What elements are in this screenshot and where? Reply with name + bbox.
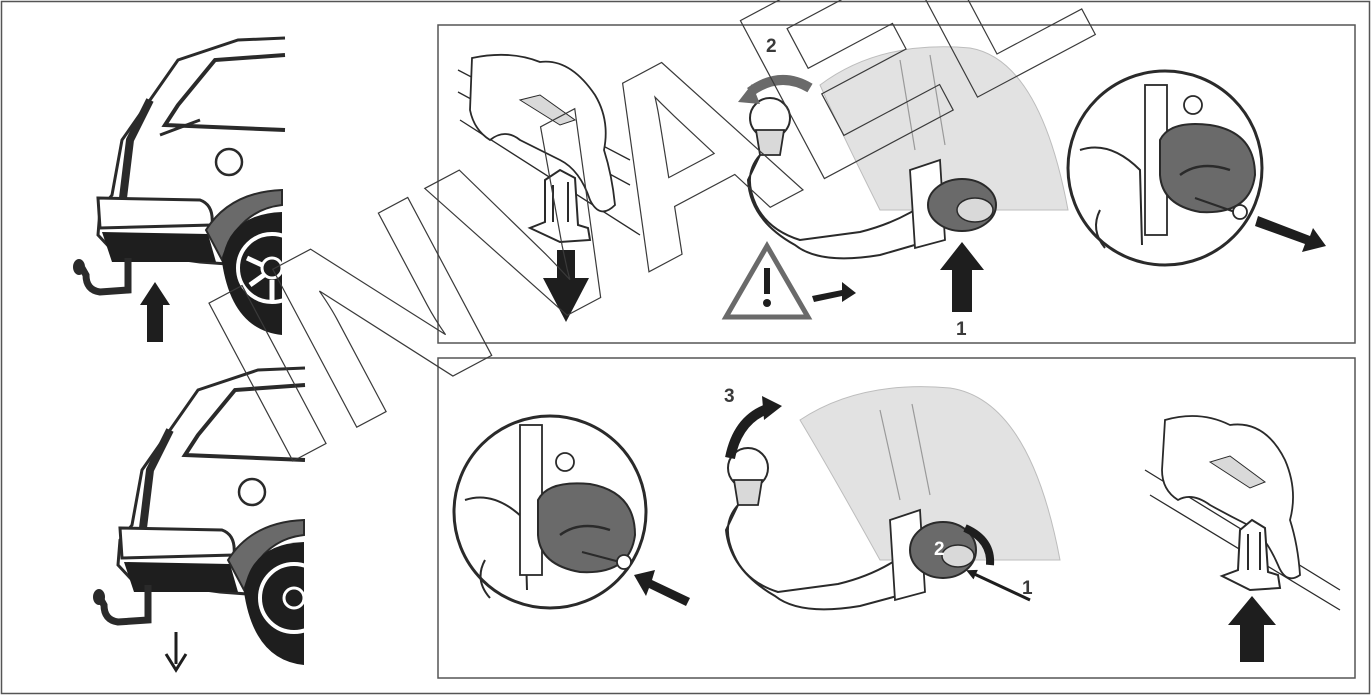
top-step-panel	[437, 24, 1356, 344]
car-rear-view-top	[73, 36, 308, 335]
up-arrow-icon	[1228, 596, 1276, 662]
unlock-knob	[927, 178, 997, 232]
right-arrow-icon	[812, 282, 856, 302]
bottom-step-panel	[437, 357, 1356, 679]
clip-open-icon	[457, 53, 641, 244]
down-arrow-icon	[164, 632, 188, 673]
step-number-rotate-back: 3	[724, 386, 735, 407]
bumper-outline	[819, 46, 1069, 211]
key-remove-icon	[1066, 69, 1264, 267]
car-rear-view-bottom	[93, 366, 330, 665]
key-insert-icon	[452, 414, 648, 610]
push-arrow-icon	[966, 569, 1031, 602]
up-arrow-icon	[140, 282, 170, 342]
lock-knob	[909, 521, 977, 579]
rotate-arrow-icon	[963, 524, 995, 566]
towbar-ball-arm	[746, 97, 946, 260]
step-number-push-knob: 1	[1022, 578, 1033, 599]
warning-triangle-icon	[721, 241, 813, 320]
left-arrow-icon	[634, 570, 690, 606]
rotate-arrow-icon	[747, 74, 813, 97]
step-number-rotate: 2	[766, 36, 777, 57]
bumper-outline	[799, 386, 1061, 561]
up-arrow-icon	[940, 242, 984, 312]
clip-closed-icon	[1144, 415, 1341, 611]
right-arrow-icon	[1255, 216, 1326, 252]
down-arrow-icon	[543, 250, 589, 322]
step-number-push: 1	[956, 319, 967, 340]
step-number-turn: 2	[934, 539, 945, 560]
